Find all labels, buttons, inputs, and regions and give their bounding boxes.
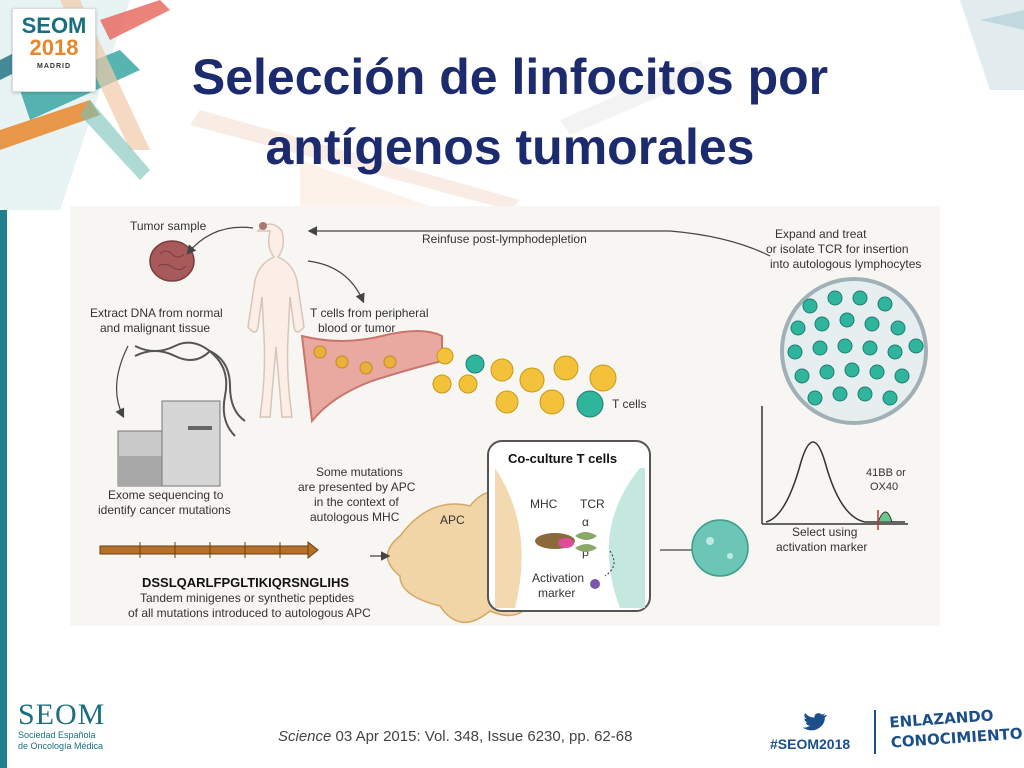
tumor-site-marker <box>259 222 267 230</box>
label-tcells-from-2: blood or tumor <box>318 321 395 335</box>
tumor-sample-icon <box>149 240 195 282</box>
label-select-2: activation marker <box>776 540 867 554</box>
workflow-diagram: Tumor sample Reinfuse post-lymphodepleti… <box>70 206 940 626</box>
title-line-2: antígenos tumorales <box>265 119 755 175</box>
citation: Science 03 Apr 2015: Vol. 348, Issue 623… <box>278 728 632 745</box>
peptide-sequence: DSSLQARLFPGLTIKIQRSNGLIHS <box>142 575 349 590</box>
citation-journal: Science <box>278 728 332 745</box>
seom-footer-logo: SEOM Sociedad Española de Oncología Médi… <box>18 700 105 752</box>
activation-marker-icon <box>590 579 600 589</box>
patient-body-icon <box>247 223 305 418</box>
label-extract-1: Extract DNA from normal <box>90 306 223 320</box>
science-figure: Tumor sample Reinfuse post-lymphodepleti… <box>70 206 940 626</box>
hashtag: #SEOM2018 <box>770 736 851 752</box>
label-mutations-3: in the context of <box>314 495 399 509</box>
seom2018-logo: SEOM 2018 MADRID <box>12 8 96 92</box>
seom-footer-name: SEOM <box>18 698 106 731</box>
tcells-cluster <box>432 347 617 418</box>
tcell-culture-dish <box>780 277 928 425</box>
mhc-tcr-complex-icon <box>535 532 597 552</box>
label-expand-1: Expand and treat <box>775 227 867 241</box>
label-coculture: Co-culture T cells <box>508 451 617 466</box>
slide-title: Selección de linfocitos por antígenos tu… <box>100 42 920 182</box>
label-tcells-from-1: T cells from peripheral <box>310 306 429 320</box>
logo-name: SEOM <box>21 13 87 38</box>
dna-helix-icon <box>134 341 246 437</box>
seom-footer-sub-1: Sociedad Española <box>18 730 96 740</box>
label-41bb-2: OX40 <box>870 481 898 493</box>
footer-divider <box>874 710 876 754</box>
label-tcr: TCR <box>580 497 605 511</box>
title-line-1: Selección de linfocitos por <box>191 49 829 105</box>
label-select-1: Select using <box>792 525 857 539</box>
label-exome-2: identify cancer mutations <box>98 503 231 517</box>
label-mhc: MHC <box>530 497 558 511</box>
seom-footer-sub-2: de Oncología Médica <box>18 741 104 751</box>
twitter-icon <box>802 712 827 737</box>
logo-year: 2018 <box>29 35 79 60</box>
label-reinfuse: Reinfuse post-lymphodepletion <box>422 232 587 246</box>
label-activation-1: Activation <box>532 571 584 585</box>
left-accent-bar <box>0 0 7 768</box>
label-tandem-2: of all mutations introduced to autologou… <box>128 606 371 620</box>
label-mutations-2: are presented by APC <box>298 480 416 494</box>
label-apc: APC <box>440 513 465 527</box>
activated-tcell-icon <box>691 519 749 577</box>
coculture-box <box>487 440 651 612</box>
citation-details: 03 Apr 2015: Vol. 348, Issue 6230, pp. 6… <box>335 728 633 745</box>
label-alpha: α <box>582 515 589 529</box>
label-41bb-1: 41BB or <box>866 467 906 479</box>
label-expand-3: into autologous lymphocytes <box>770 257 921 271</box>
label-extract-2: and malignant tissue <box>100 321 210 335</box>
label-exome-1: Exome sequencing to <box>108 488 224 502</box>
slogan: ENLAZANDO CONOCIMIENTO <box>889 703 1023 752</box>
label-t-cells: T cells <box>612 397 646 411</box>
logo-city: MADRID <box>37 63 71 70</box>
reinfuse-arrow <box>307 226 771 257</box>
activation-histogram <box>761 406 908 530</box>
label-activation-2: marker <box>538 586 575 600</box>
label-mutations-1: Some mutations <box>316 465 403 479</box>
label-tumor-sample: Tumor sample <box>130 219 207 233</box>
label-expand-2: or isolate TCR for insertion <box>766 242 909 256</box>
minigene-bar <box>99 540 319 560</box>
label-mutations-4: autologous MHC <box>310 510 400 524</box>
sequencer-icon <box>117 400 221 487</box>
label-tandem-1: Tandem minigenes or synthetic peptides <box>140 591 354 605</box>
